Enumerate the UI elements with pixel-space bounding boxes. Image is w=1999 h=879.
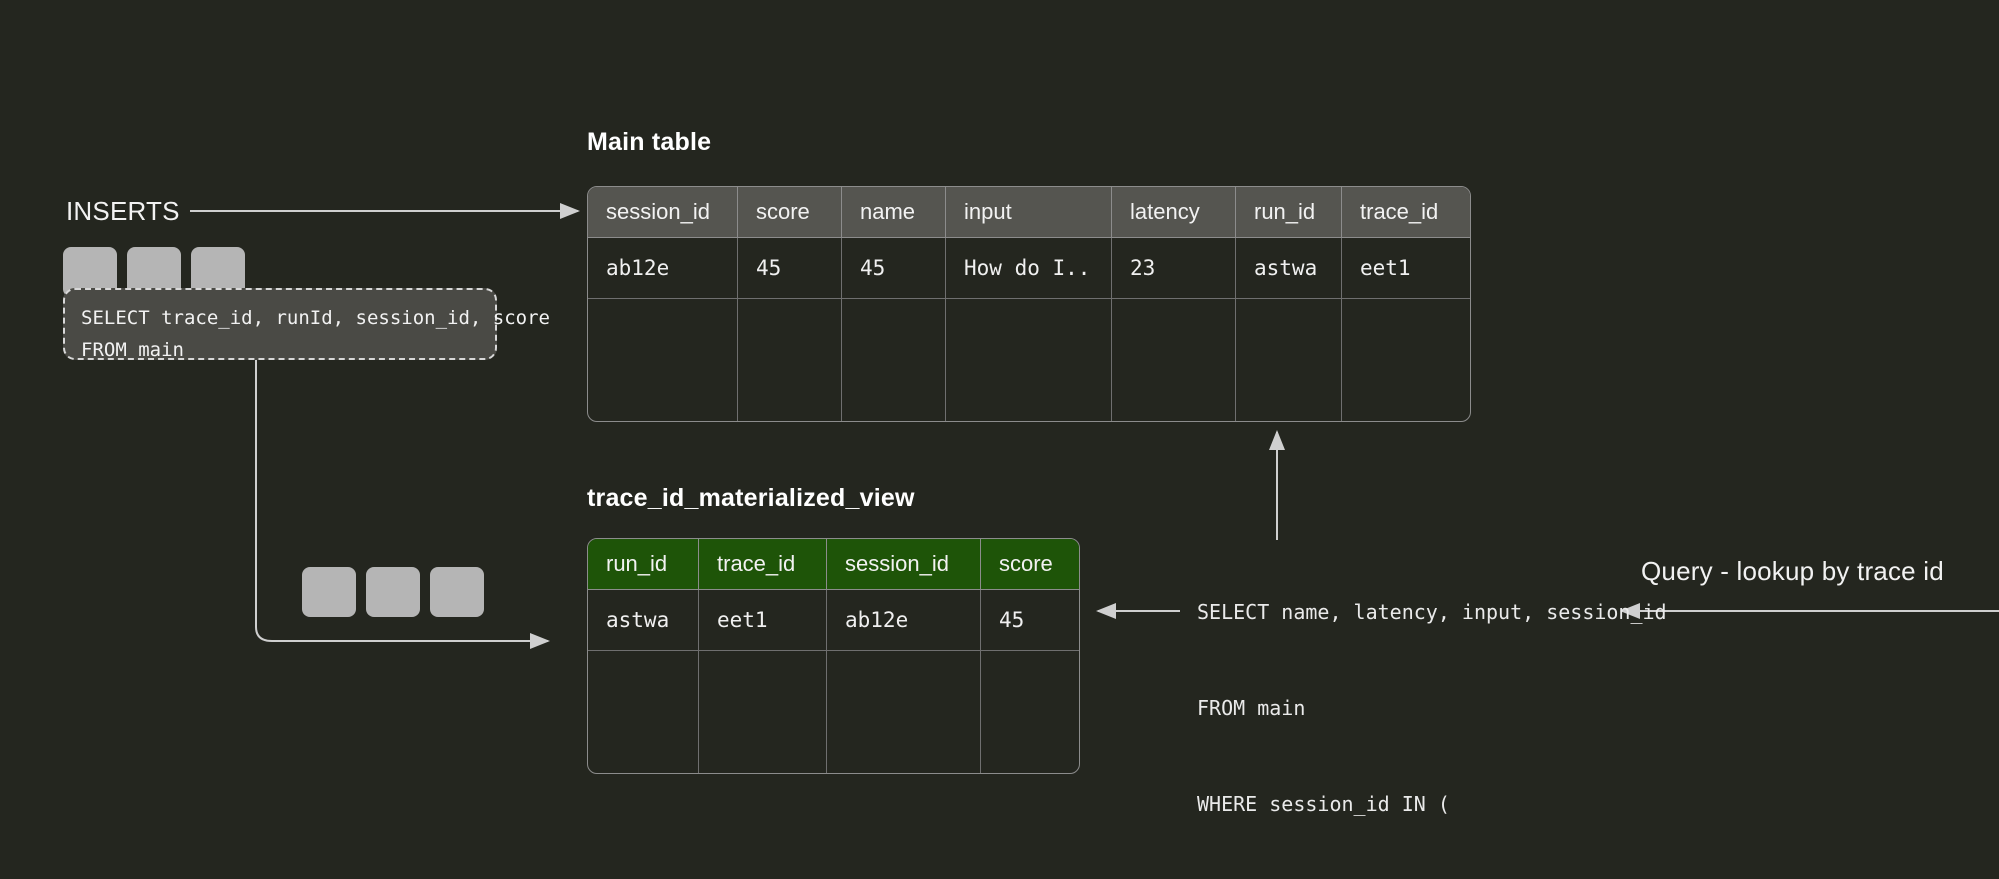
main-empty-cell-7 (1342, 299, 1470, 421)
main-empty-cell-4 (946, 299, 1112, 421)
main-col-name: name (842, 187, 946, 238)
main-empty-cell-6 (1236, 299, 1342, 421)
table-row: astwa eet1 ab12e 45 (588, 590, 1079, 651)
sql-line-2: FROM main (1197, 696, 1306, 720)
insert-query-line-1: SELECT trace_id, runId, session_id, scor… (81, 307, 550, 329)
mv-col-session_id: session_id (827, 539, 981, 590)
inserts-label: INSERTS (66, 196, 180, 226)
main-cell-session_id: ab12e (588, 238, 738, 299)
mv-empty-cell-3 (827, 651, 981, 773)
mv-empty-cell-2 (699, 651, 827, 773)
mv-col-run_id: run_id (588, 539, 699, 590)
table-row (588, 651, 1079, 773)
main-cell-latency: 23 (1112, 238, 1236, 299)
main-col-run_id: run_id (1236, 187, 1342, 238)
sql-line-3: WHERE session_id IN ( (1197, 792, 1450, 816)
main-cell-name: 45 (842, 238, 946, 299)
mv-cell-trace_id: eet1 (699, 590, 827, 651)
sql-line-1: SELECT name, latency, input, session_id (1197, 600, 1667, 624)
materialized-view-table: run_id trace_id session_id score astwa e… (587, 538, 1080, 774)
mv-block-2 (366, 567, 420, 617)
main-table: session_id score name input latency run_… (587, 186, 1471, 422)
main-col-trace_id: trace_id (1342, 187, 1470, 238)
main-cell-trace_id: eet1 (1342, 238, 1470, 299)
table-row: ab12e 45 45 How do I.. 23 astwa eet1 (588, 238, 1470, 299)
mv-title: trace_id_materialized_view (587, 484, 915, 512)
main-cell-run_id: astwa (1236, 238, 1342, 299)
main-col-input: input (946, 187, 1112, 238)
insert-query-line-2: FROM main (81, 339, 184, 361)
insert-query-box: SELECT trace_id, runId, session_id, scor… (63, 288, 550, 361)
mv-cell-run_id: astwa (588, 590, 699, 651)
main-cell-input: How do I.. (946, 238, 1112, 299)
query-lookup-label: Query - lookup by trace id (1641, 556, 1944, 586)
table-row (588, 299, 1470, 421)
main-col-session_id: session_id (588, 187, 738, 238)
main-table-title: Main table (587, 128, 712, 156)
mv-block-1 (302, 567, 356, 617)
mv-block-3 (430, 567, 484, 617)
main-empty-cell-2 (738, 299, 842, 421)
mv-cell-session_id: ab12e (827, 590, 981, 651)
main-cell-score: 45 (738, 238, 842, 299)
main-col-score: score (738, 187, 842, 238)
main-table-header-row: session_id score name input latency run_… (588, 187, 1470, 238)
main-empty-cell-3 (842, 299, 946, 421)
mv-empty-cell-1 (588, 651, 699, 773)
main-empty-cell-1 (588, 299, 738, 421)
main-col-latency: latency (1112, 187, 1236, 238)
mv-table-header-row: run_id trace_id session_id score (588, 539, 1079, 590)
sql-query-block: SELECT name, latency, input, session_id … (1197, 532, 1667, 879)
mv-col-score: score (981, 539, 1079, 590)
mv-empty-cell-4 (981, 651, 1079, 773)
mv-cell-score: 45 (981, 590, 1079, 651)
main-empty-cell-5 (1112, 299, 1236, 421)
mv-col-trace_id: trace_id (699, 539, 827, 590)
